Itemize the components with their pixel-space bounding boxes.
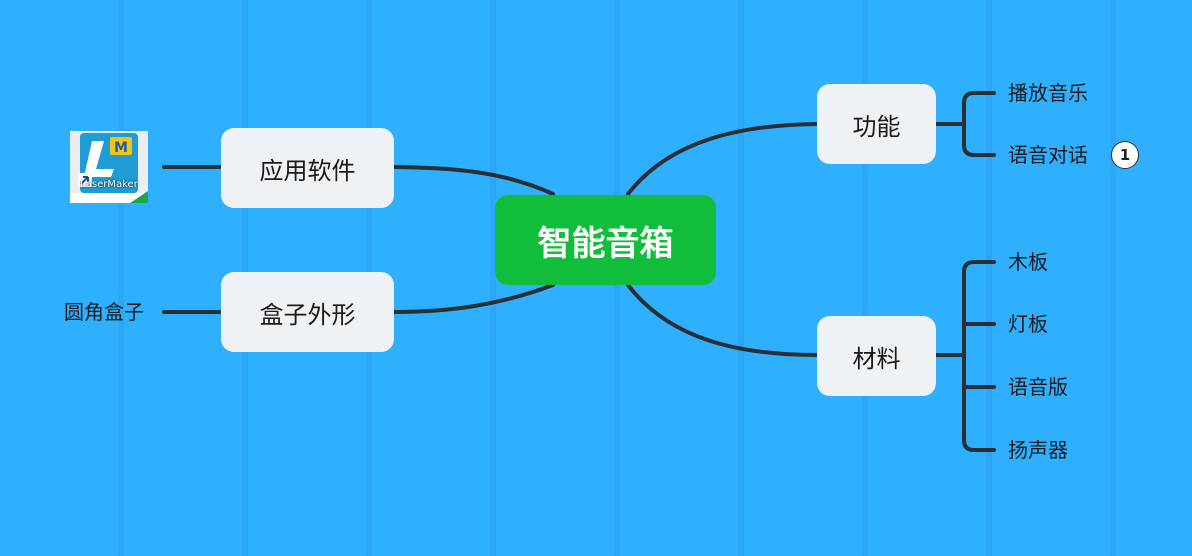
connector-root-material [626, 283, 819, 357]
bracket-material [934, 260, 996, 452]
branch-label: 功能 [852, 112, 901, 141]
branch-label: 应用软件 [259, 156, 356, 185]
root-node[interactable]: 智能音箱 [495, 195, 716, 285]
branch-node-material[interactable]: 材料 [817, 316, 936, 396]
lasermaker-logo-icon: M [70, 131, 148, 203]
branch-label: 盒子外形 [259, 300, 356, 329]
leaf-play-music[interactable]: 播放音乐 [1008, 81, 1088, 105]
leaf-light-board[interactable]: 灯板 [1008, 312, 1048, 336]
connector-root-function [626, 122, 819, 196]
leaf-voice-chat[interactable]: 语音对话 [1008, 143, 1088, 167]
leaf-speaker[interactable]: 扬声器 [1008, 438, 1068, 462]
branch-node-shape[interactable]: 盒子外形 [221, 272, 394, 352]
branch-node-software[interactable]: 应用软件 [221, 128, 394, 208]
connector-root-software [392, 165, 555, 196]
root-label: 智能音箱 [537, 223, 674, 264]
svg-text:M: M [114, 140, 128, 156]
leaf-rounded-box[interactable]: 圆角盒子 [64, 300, 144, 324]
marker-badge: 1 [1111, 141, 1139, 169]
connector-root-shape [392, 283, 555, 314]
branch-label: 材料 [852, 344, 901, 373]
bracket-function [934, 91, 996, 157]
app-icon-caption: LaserMaker [80, 179, 138, 190]
leaf-voice-board[interactable]: 语音版 [1008, 375, 1068, 399]
branch-node-function[interactable]: 功能 [817, 84, 936, 164]
leaf-wood-board[interactable]: 木板 [1008, 250, 1048, 274]
lasermaker-app-icon[interactable]: M LaserMaker [70, 131, 148, 203]
